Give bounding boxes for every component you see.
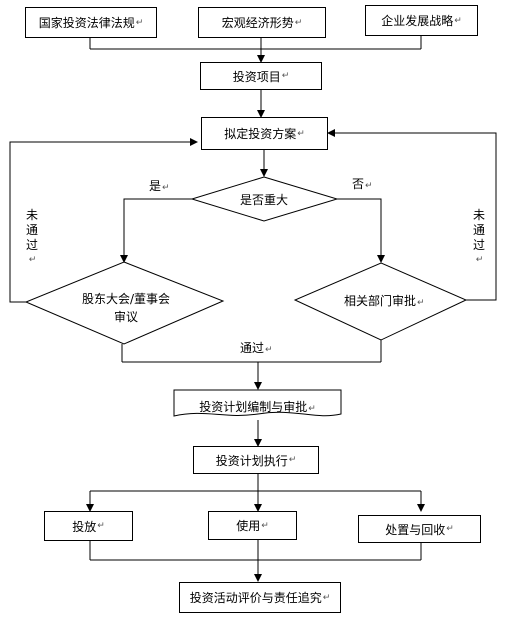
plan-label: 拟定投资方案: [224, 127, 297, 141]
arrow-no-branch: [337, 198, 385, 263]
return-mark-icon: ↵: [261, 520, 269, 531]
invest-label: 投放: [72, 519, 97, 534]
budget-document-shape: [173, 389, 342, 417]
return-mark-icon: ↵: [297, 128, 305, 139]
dispose-label: 处置与回收: [385, 522, 446, 537]
macro-box: 宏观经济形势↵: [198, 7, 326, 38]
dispose-box: 处置与回收↵: [358, 515, 481, 543]
use-box: 使用↵: [208, 511, 297, 540]
return-mark-icon: ↵: [454, 15, 462, 26]
not-passed-left-label: 未 通 过 ↵: [25, 208, 39, 268]
return-mark-icon: ↵: [265, 345, 273, 355]
use-label: 使用: [236, 519, 261, 533]
return-mark-icon: ↵: [97, 521, 105, 531]
evaluate-label: 投资活动评价与责任追究: [189, 591, 322, 605]
return-mark-icon: ↵: [281, 71, 290, 81]
law-box: 国家投资法律法规↵: [25, 7, 157, 38]
plan-box: 拟定投资方案↵: [201, 117, 328, 150]
return-mark-icon: ↵: [28, 255, 37, 265]
execute-label: 投资计划执行: [215, 453, 288, 468]
return-mark-icon: ↵: [446, 524, 454, 534]
macro-label: 宏观经济形势: [221, 16, 294, 30]
budget-label: 投资计划编制与审批↵: [199, 400, 316, 414]
board-label: 股东大会/董事会 审议: [81, 292, 171, 324]
no-label: 否↵: [352, 177, 373, 191]
execute-box: 投资计划执行↵: [193, 446, 319, 474]
dept-label: 相关部门审批↵: [344, 294, 425, 308]
decision-dept-shape: [293, 262, 468, 341]
strategy-label: 企业发展战略: [381, 14, 454, 28]
return-mark-icon: ↵: [288, 455, 297, 465]
passed-label: 通过↵: [240, 341, 273, 355]
return-mark-icon: ↵: [294, 17, 303, 28]
invest-box: 投放↵: [44, 511, 133, 541]
return-mark-icon: ↵: [308, 404, 316, 414]
strategy-box: 企业发展战略↵: [365, 5, 478, 36]
return-mark-icon: ↵: [365, 181, 373, 191]
evaluate-box: 投资活动评价与责任追究↵: [179, 582, 341, 613]
yes-label: 是↵: [149, 179, 170, 193]
law-label: 国家投资法律法规: [38, 16, 135, 30]
project-box: 投资项目↵: [200, 62, 322, 90]
project-label: 投资项目: [232, 69, 281, 84]
return-mark-icon: ↵: [162, 183, 170, 193]
return-mark-icon: ↵: [417, 298, 425, 308]
not-passed-right-label: 未 通 过 ↵: [472, 208, 486, 268]
arrow-yes-branch: [120, 198, 192, 263]
decision-major-label: 是否重大: [240, 193, 289, 207]
return-mark-icon: ↵: [322, 592, 331, 603]
decision-major-shape: [190, 176, 339, 222]
return-mark-icon: ↵: [475, 255, 484, 265]
decision-board-shape: [24, 261, 225, 345]
return-mark-icon: ↵: [135, 17, 144, 28]
loop-right-not-passed: [327, 129, 497, 301]
loop-left-not-passed: [9, 138, 198, 303]
